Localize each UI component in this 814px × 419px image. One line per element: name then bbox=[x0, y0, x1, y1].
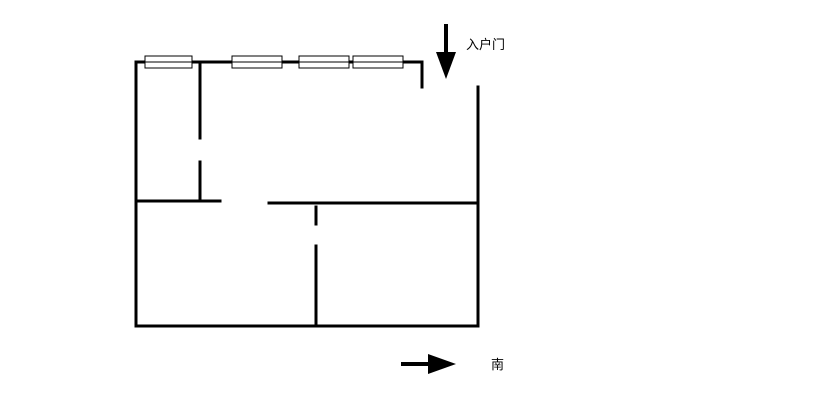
window-1 bbox=[144, 55, 193, 69]
window-3 bbox=[298, 55, 350, 69]
window-2 bbox=[231, 55, 283, 69]
outer-walls bbox=[134, 60, 480, 328]
interior-walls bbox=[134, 60, 480, 326]
arrow-right-icon bbox=[401, 354, 456, 374]
window-4 bbox=[352, 55, 404, 69]
windows bbox=[144, 55, 404, 69]
arrow-down-icon bbox=[436, 24, 456, 79]
south-label: 南 bbox=[491, 357, 504, 373]
entrance-label: 入户门 bbox=[466, 37, 505, 53]
